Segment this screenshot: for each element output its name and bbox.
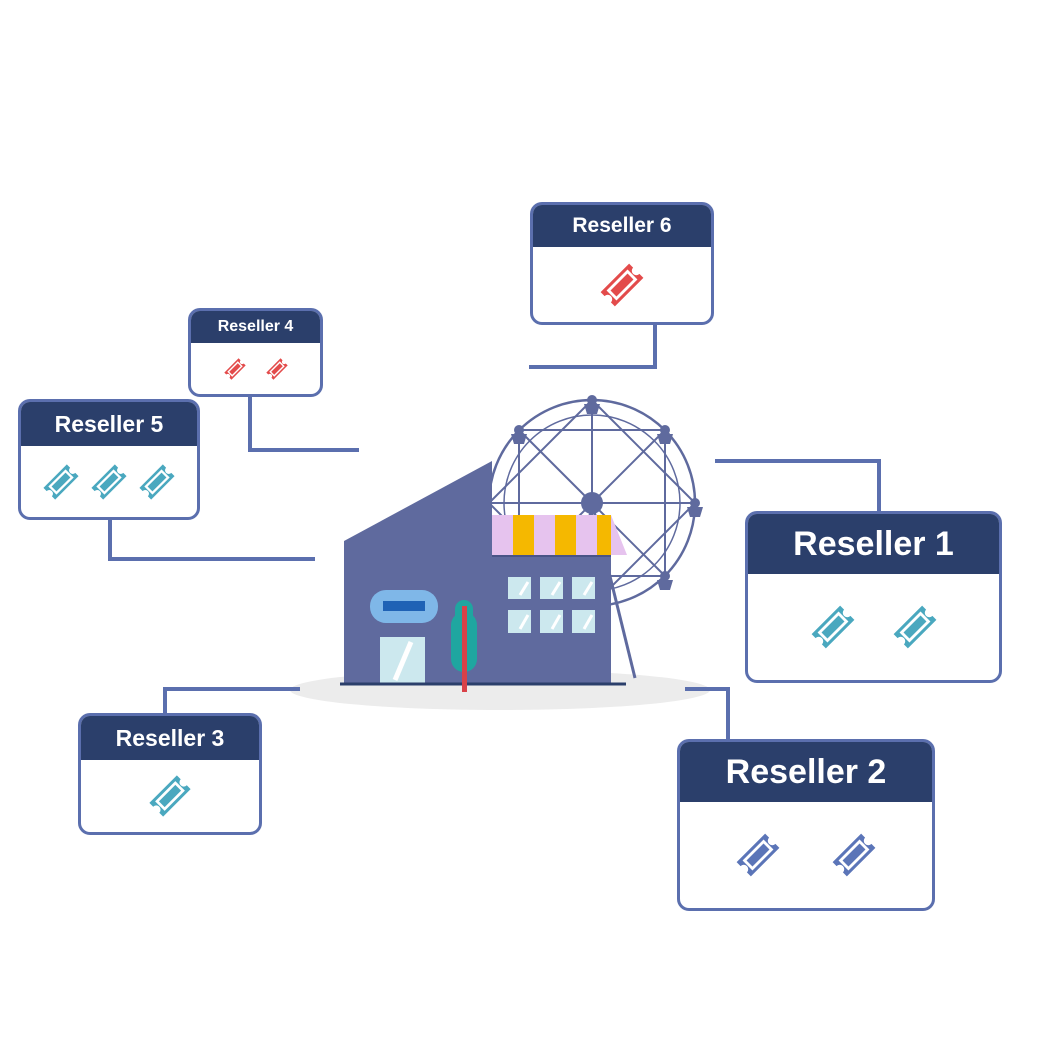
ticket-icon — [149, 775, 191, 817]
reseller-3-tickets — [81, 760, 259, 832]
connector-lines — [108, 320, 881, 740]
connector-reseller-1 — [715, 459, 881, 513]
ticket-icon — [811, 605, 854, 649]
ticket-icon — [832, 833, 876, 877]
reseller-5-card[interactable]: Reseller 5 — [18, 399, 200, 520]
connector-reseller-5 — [108, 517, 315, 561]
reseller-2-tickets — [680, 802, 932, 908]
ticket-icon — [736, 833, 780, 877]
ticket-icon — [91, 463, 127, 500]
reseller-2-label: Reseller 2 — [680, 742, 932, 802]
ticket-icon — [893, 605, 936, 649]
reseller-1-tickets — [748, 574, 999, 680]
reseller-1-card[interactable]: Reseller 1 — [745, 511, 1002, 683]
connector-reseller-3 — [163, 687, 300, 714]
reseller-3-card[interactable]: Reseller 3 — [78, 713, 262, 835]
ticket-icon — [600, 263, 644, 306]
reseller-3-label: Reseller 3 — [81, 716, 259, 760]
reseller-5-label: Reseller 5 — [21, 402, 197, 446]
reseller-4-tickets — [191, 343, 320, 394]
ticket-icon — [223, 357, 246, 380]
reseller-4-label: Reseller 4 — [191, 311, 320, 343]
reseller-6-card[interactable]: Reseller 6 — [530, 202, 714, 325]
connector-reseller-2 — [685, 687, 730, 740]
reseller-2-card[interactable]: Reseller 2 — [677, 739, 935, 911]
reseller-4-card[interactable]: Reseller 4 — [188, 308, 323, 397]
reseller-5-tickets — [21, 446, 197, 517]
ticket-icon — [43, 463, 79, 500]
tree-icon — [451, 600, 477, 692]
ticket-icon — [265, 357, 288, 380]
reseller-6-tickets — [533, 247, 711, 322]
ticket-icon — [139, 463, 175, 500]
connector-reseller-6 — [529, 320, 657, 369]
reseller-1-label: Reseller 1 — [748, 514, 999, 574]
reseller-6-label: Reseller 6 — [533, 205, 711, 247]
connector-reseller-4 — [248, 393, 359, 452]
